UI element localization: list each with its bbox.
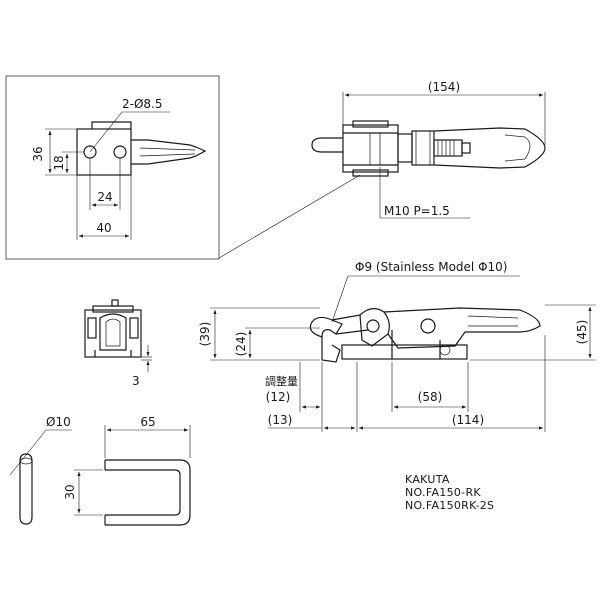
dim-rod-dia: Ø10 — [9, 415, 72, 476]
dim-30: 30 — [63, 469, 103, 516]
dim-30-label: 30 — [63, 484, 77, 499]
ubolt-view: 65 30 — [63, 415, 191, 526]
arm-extension — [131, 139, 207, 165]
maker-name: KAKUTA — [405, 473, 450, 486]
rod-dia-label: Ø10 — [46, 415, 71, 429]
base-detail-view: 36 18 2-Ø8.5 24 40 — [5, 75, 220, 260]
front-view: Φ9 (Stainless Model Φ10) (39) (24) — [198, 260, 596, 432]
dim-45-label: (45) — [575, 320, 589, 345]
dim-39-label: (39) — [198, 322, 212, 347]
model-number-1: NO.FA150-RK — [405, 486, 481, 499]
dim-18: 18 — [52, 151, 84, 174]
dim-18-label: 18 — [52, 155, 66, 170]
dim-114-label: (114) — [452, 413, 484, 427]
dim-24b: (24) — [234, 327, 320, 359]
title-block: KAKUTA NO.FA150-RK NO.FA150RK-2S — [405, 473, 494, 512]
dim-12: (12) — [266, 390, 321, 409]
dim-154: (154) — [342, 80, 546, 145]
dim-45: (45) — [470, 304, 596, 361]
dim-13: (13) — [268, 413, 356, 430]
dim-40-label: 40 — [96, 221, 111, 235]
dim-24: 24 — [89, 158, 121, 210]
dim-58: (58) — [393, 390, 467, 409]
rod-view: Ø10 — [9, 415, 72, 525]
dim-24b-label: (24) — [234, 332, 248, 357]
dim-24-label: 24 — [97, 190, 112, 204]
hole-callout-label: 2-Ø8.5 — [122, 97, 163, 111]
model-number-2: NO.FA150RK-2S — [405, 499, 494, 512]
dim-12-label: (12) — [266, 390, 291, 404]
dim-114: (114) — [358, 413, 544, 430]
detail-frame — [5, 75, 220, 260]
dim-65-label: 65 — [140, 415, 155, 429]
dim-154-label: (154) — [428, 80, 460, 94]
top-view: (154) M10 P=1.5 — [218, 80, 546, 259]
side-view: 3 — [84, 299, 152, 388]
pin-callout: Φ9 (Stainless Model Φ10) — [331, 260, 520, 323]
dim-65: 65 — [104, 415, 191, 458]
base-plate — [76, 128, 132, 176]
dim-36: 36 — [31, 128, 77, 176]
dim-3-label: 3 — [132, 374, 140, 388]
dim-36-label: 36 — [31, 146, 45, 161]
mount-hole-right — [113, 145, 127, 159]
dim-58-label: (58) — [418, 390, 443, 404]
dim-40: 40 — [76, 175, 132, 240]
hole-callout: 2-Ø8.5 — [89, 97, 170, 153]
thread-callout: M10 P=1.5 — [379, 167, 470, 219]
dim-13-label: (13) — [268, 413, 293, 427]
thread-label: M10 P=1.5 — [384, 204, 450, 218]
adjust-label: 調整量 — [265, 374, 298, 388]
pin-label: Φ9 (Stainless Model Φ10) — [355, 260, 507, 274]
dim-39: (39) — [198, 307, 320, 361]
dim-3: 3 — [132, 345, 152, 388]
